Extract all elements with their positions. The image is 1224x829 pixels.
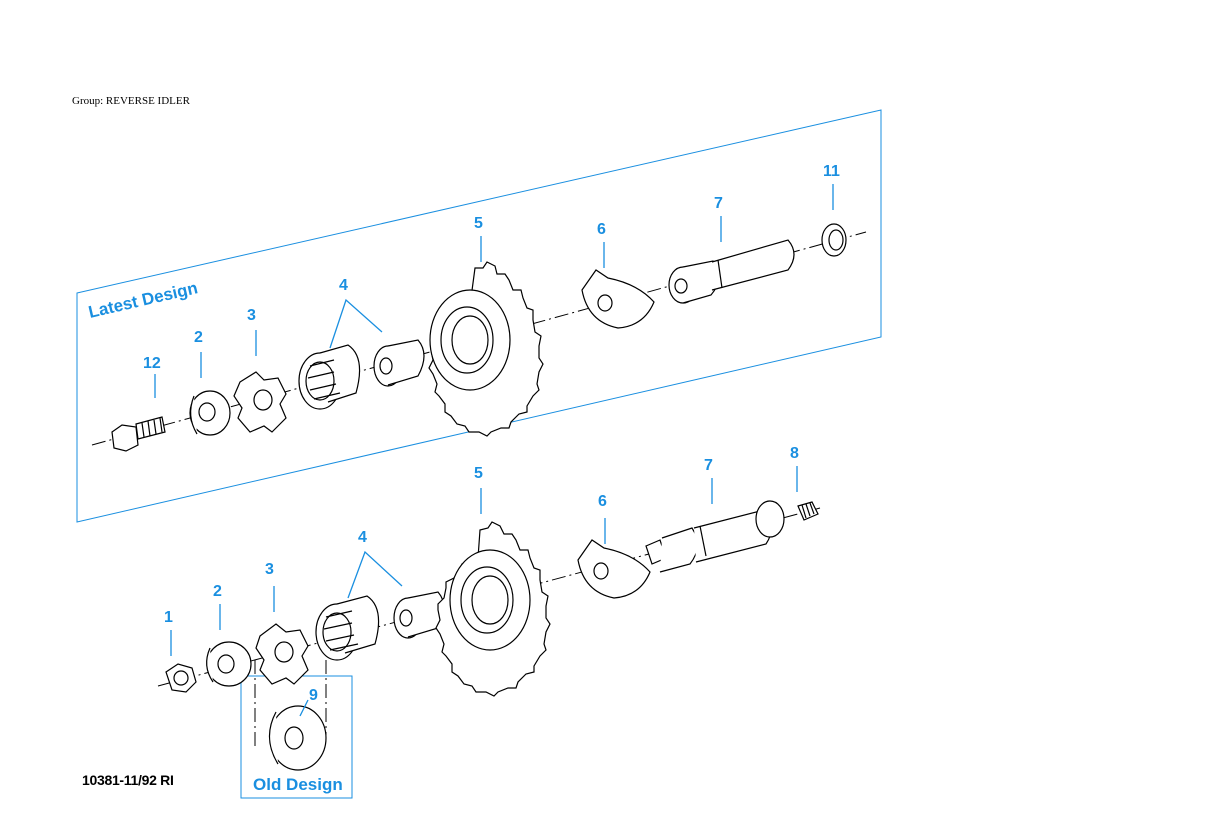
callout-latest-7: 7	[714, 195, 723, 212]
bearing-sleeve	[373, 339, 425, 387]
old-bearing-sleeve	[393, 591, 445, 639]
callout-old-2: 2	[213, 583, 222, 600]
nut	[165, 663, 197, 693]
callout-old-3: 3	[265, 561, 274, 578]
callout-old-5: 5	[474, 465, 483, 482]
idler-shaft	[668, 239, 795, 304]
old-design-title: Old Design	[253, 775, 343, 794]
needle-bearing	[298, 344, 361, 410]
callout-old-1: 1	[164, 609, 173, 626]
callout-latest-11: 11	[823, 163, 840, 180]
callout-old-6: 6	[598, 493, 607, 510]
latest-design-frame	[76, 109, 882, 523]
washer	[189, 390, 231, 436]
callout-latest-12: 12	[143, 355, 161, 372]
callout-latest-6: 6	[597, 221, 606, 238]
document-id: 10381-11/92 RI	[82, 772, 174, 788]
thrust-washer	[233, 371, 287, 433]
callout-old-7: 7	[704, 457, 713, 474]
old-lock-plate	[577, 539, 651, 599]
callout-latest-2: 2	[194, 329, 203, 346]
old-needle-bearing	[315, 595, 380, 661]
circlip	[821, 223, 847, 257]
callout-old-4: 4	[358, 529, 367, 546]
callout-old-9: 9	[309, 687, 318, 704]
group-label: Group: REVERSE IDLER	[72, 95, 190, 107]
callout-latest-4: 4	[339, 277, 348, 294]
callout-old-8: 8	[790, 445, 799, 462]
threaded-plug	[797, 501, 819, 521]
callout-latest-5: 5	[474, 215, 483, 232]
spacer-washer	[268, 705, 327, 771]
idler-gear	[428, 261, 544, 437]
callout-latest-3: 3	[247, 307, 256, 324]
bolt	[111, 416, 166, 452]
lock-plate	[581, 269, 655, 329]
old-thrust-washer	[255, 623, 309, 685]
old-idler-shaft	[645, 500, 785, 573]
old-washer	[206, 641, 252, 687]
latest-design-title: Latest Design	[87, 278, 200, 322]
old-idler-gear	[435, 521, 551, 697]
